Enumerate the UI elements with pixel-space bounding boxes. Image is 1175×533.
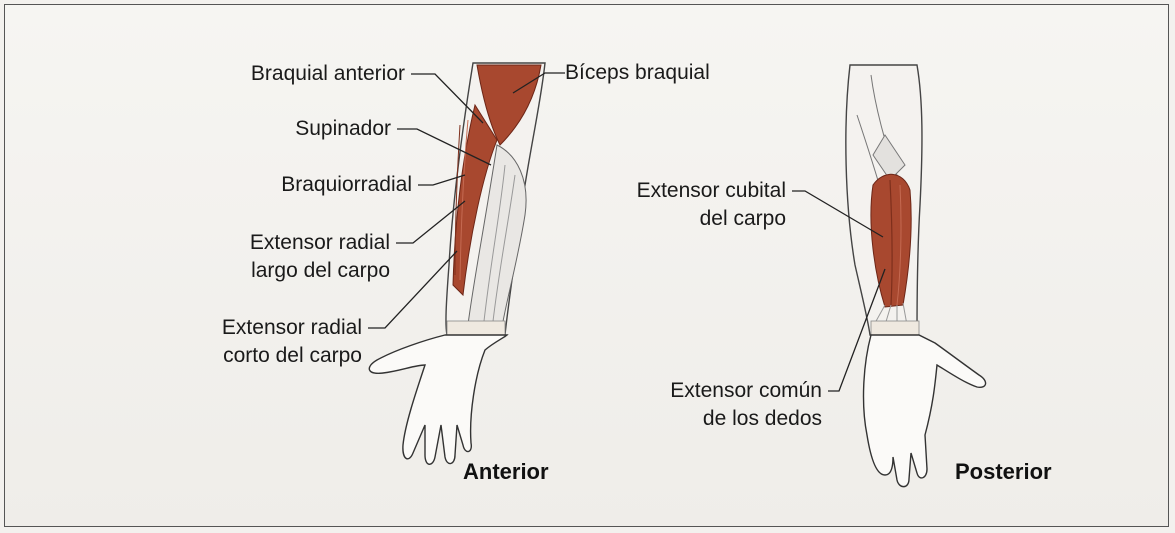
label-edc-line2: de los dedos [703, 406, 822, 432]
label-edc-line1: Extensor común [670, 378, 822, 404]
label-ecu-line1: Extensor cubital [637, 178, 786, 204]
posterior-forearm [846, 65, 986, 487]
label-braquial-anterior: Braquial anterior [251, 61, 405, 87]
title-posterior: Posterior [955, 459, 1052, 485]
label-biceps-braquial: Bíceps braquial [565, 60, 710, 86]
anterior-forearm [369, 63, 545, 464]
label-ecrb-line2: corto del carpo [223, 343, 362, 369]
diagram-frame: Braquial anterior Bíceps braquial Supina… [4, 4, 1169, 527]
label-supinador: Supinador [295, 116, 391, 142]
label-ecu-line2: del carpo [700, 206, 786, 232]
label-braquiorradial: Braquiorradial [281, 172, 412, 198]
anterior-hand [369, 335, 507, 464]
title-anterior: Anterior [463, 459, 549, 485]
label-ecrb-line1: Extensor radial [222, 315, 362, 341]
label-ecrl-line1: Extensor radial [250, 230, 390, 256]
label-ecrl-line2: largo del carpo [251, 258, 390, 284]
